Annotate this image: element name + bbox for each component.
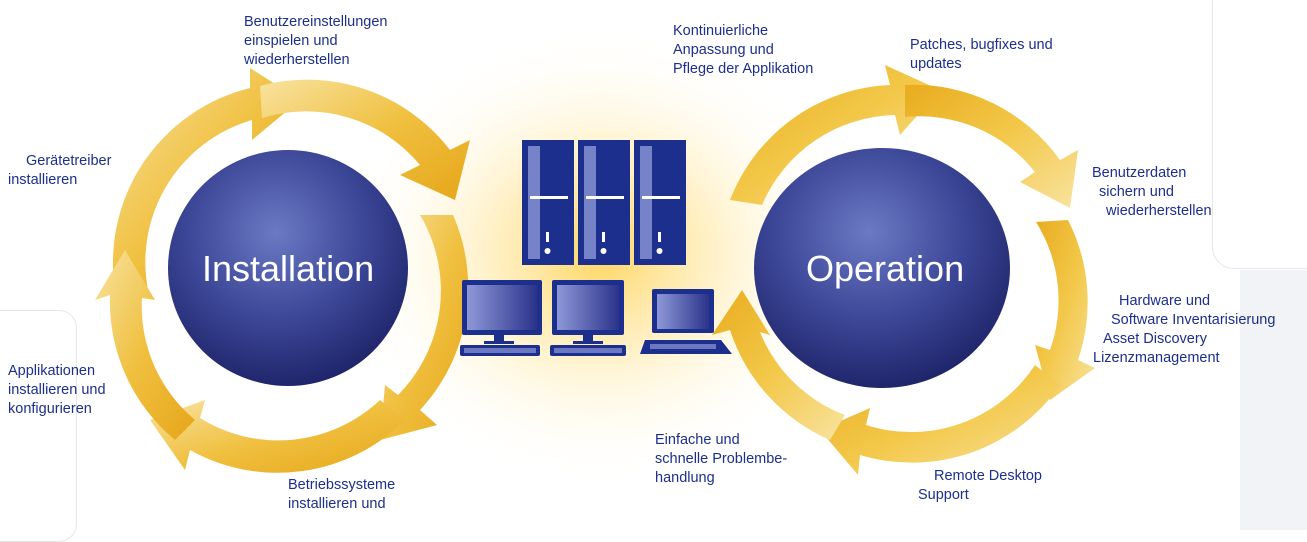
label-line: Betriebssysteme (288, 477, 396, 493)
installation-cycle-ring (95, 68, 470, 473)
desktop-computer-icon (460, 280, 542, 356)
server-icon (578, 140, 630, 265)
label-line: Applikationen (8, 363, 96, 379)
ring-arrow-segment (730, 65, 940, 205)
label-patches: Patches, bugfixes und updates (910, 36, 1053, 74)
label-line: Support (918, 487, 969, 503)
label-problembehandlung: Einfache und schnelle Problembe- handlun… (655, 431, 787, 488)
label-line: Pflege der Applikation (673, 61, 814, 77)
ring-arrow-segment (150, 400, 405, 473)
label-line: schnelle Problembe- (655, 451, 788, 467)
label-benutzereinstellungen: Benutzereinstellungen einspielen und wie… (244, 13, 388, 70)
server-icon (522, 140, 574, 265)
ring-arrow-segment (820, 365, 1060, 475)
ring-arrow-segment (95, 250, 195, 440)
background-panel-right-lower (1240, 270, 1307, 530)
label-geraetetreiber: Gerätetreiber installieren (8, 152, 111, 190)
server-icon (634, 140, 686, 265)
desktop-computer-icon (550, 280, 626, 356)
label-line: Lizenzmanagement (1093, 350, 1220, 366)
label-line: installieren und (288, 496, 386, 512)
label-line: Asset Discovery (1103, 331, 1207, 347)
label-kontinuierliche-anpassung: Kontinuierliche Anpassung und Pflege der… (673, 22, 813, 79)
label-line: Hardware und (1119, 293, 1211, 309)
label-line: Software Inventarisierung (1111, 312, 1276, 328)
label-line: konfigurieren (8, 401, 92, 417)
server-rack-group (522, 140, 686, 265)
operation-hub-label: Operation (806, 248, 965, 289)
ring-arrow-segment (112, 68, 300, 290)
label-betriebssysteme: Betriebssysteme installieren und (288, 476, 395, 514)
label-applikationen: Applikationen installieren und konfiguri… (8, 362, 106, 419)
label-line: sichern und (1099, 184, 1174, 200)
operation-cycle-ring (712, 65, 1095, 475)
label-hardware-inventarisierung: Hardware und Software Inventarisierung A… (1093, 292, 1275, 368)
ring-arrow-segment (380, 215, 469, 440)
label-line: updates (910, 56, 962, 72)
label-benutzerdaten: Benutzerdaten sichern und wiederherstell… (1092, 164, 1212, 221)
background-panel-left (0, 310, 77, 542)
label-line: einspielen und (244, 33, 338, 49)
label-line: installieren und (8, 382, 106, 398)
ring-arrow-segment (905, 84, 1078, 208)
laptop-icon (640, 289, 732, 354)
label-line: Einfache und (655, 432, 740, 448)
label-line: wiederherstellen (244, 52, 350, 68)
label-line: Patches, bugfixes und (910, 37, 1053, 53)
label-line: Benutzerdaten (1092, 165, 1187, 181)
label-line: Benutzereinstellungen (244, 14, 388, 30)
diagram-graphics (95, 25, 1095, 485)
label-line: wiederherstellen (1106, 203, 1212, 219)
background-panel-right (1212, 0, 1307, 269)
label-line: Anpassung und (673, 42, 774, 58)
label-line: Kontinuierliche (673, 23, 769, 39)
ring-arrow-segment (712, 290, 845, 440)
installation-hub-circle (168, 150, 408, 386)
operation-hub-circle (754, 148, 1010, 388)
label-line: handlung (655, 470, 715, 486)
label-line: Remote Desktop (934, 468, 1042, 484)
label-line: Gerätetreiber (26, 153, 112, 169)
installation-hub-label: Installation (202, 248, 375, 289)
ring-arrow-segment (260, 79, 470, 200)
ring-arrow-segment (1035, 220, 1095, 400)
label-remote-desktop: Remote Desktop Support (918, 467, 1042, 505)
label-line: installieren (8, 172, 78, 188)
